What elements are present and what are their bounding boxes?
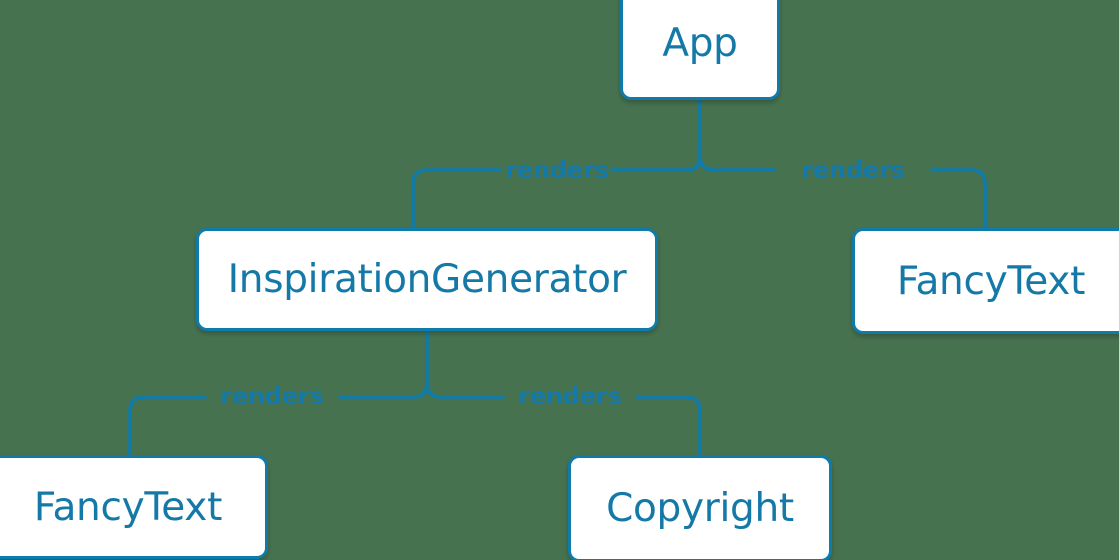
node-app-label: App — [662, 20, 738, 66]
edge-label-inspirationgenerator-to-fancytext: renders — [220, 382, 324, 410]
node-fancytext-bottom-label: FancyText — [33, 484, 223, 530]
edge-label-app-to-fancytext: renders — [801, 156, 905, 184]
node-inspirationgenerator[interactable]: InspirationGenerator — [196, 228, 658, 331]
edge-label-app-to-inspirationgenerator: renders — [505, 156, 609, 184]
edge-label-inspirationgenerator-to-copyright: renders — [518, 382, 622, 410]
node-fancytext-right-label: FancyText — [896, 258, 1086, 304]
node-fancytext-bottom[interactable]: FancyText — [0, 455, 268, 559]
node-inspirationgenerator-label: InspirationGenerator — [227, 257, 627, 302]
node-copyright[interactable]: Copyright — [568, 455, 832, 560]
node-fancytext-right[interactable]: FancyText — [852, 228, 1119, 334]
node-copyright-label: Copyright — [606, 486, 794, 531]
node-app[interactable]: App — [620, 0, 780, 100]
